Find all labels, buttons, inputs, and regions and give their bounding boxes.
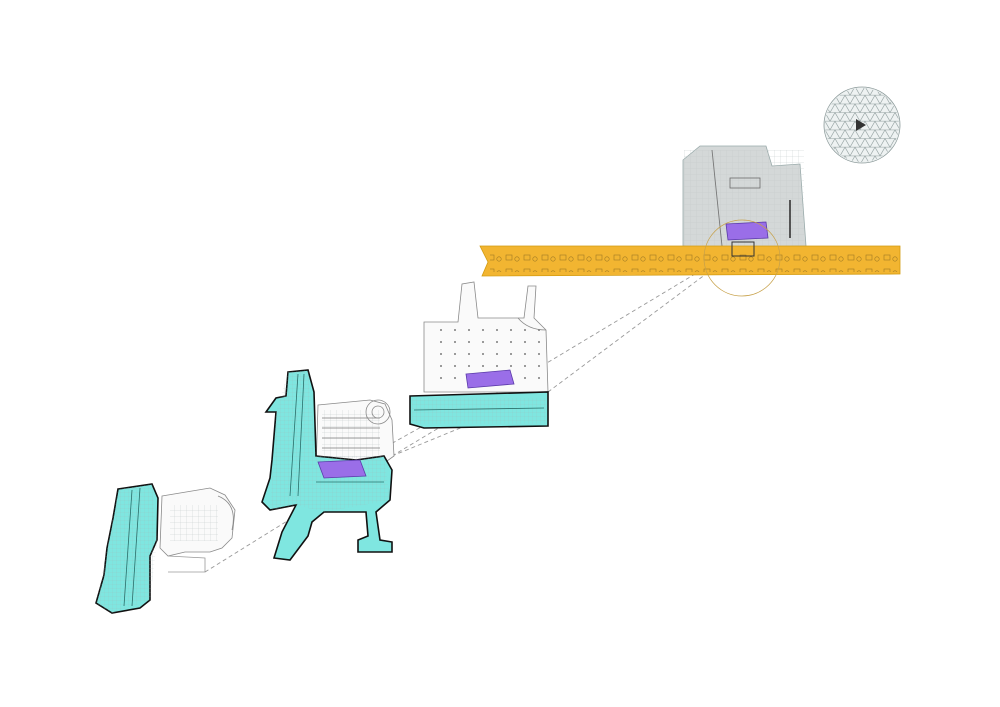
vertical-core xyxy=(465,369,515,389)
vertical-core xyxy=(317,459,367,479)
level-mezzanine-parking xyxy=(261,369,395,561)
vertical-core xyxy=(725,221,769,241)
level-street-hall xyxy=(479,86,901,297)
guide-line xyxy=(547,261,723,393)
level-concourse-hall xyxy=(409,281,549,429)
guide-line xyxy=(391,267,706,457)
dome-icon xyxy=(823,86,901,164)
level-lower-platform xyxy=(95,483,236,614)
